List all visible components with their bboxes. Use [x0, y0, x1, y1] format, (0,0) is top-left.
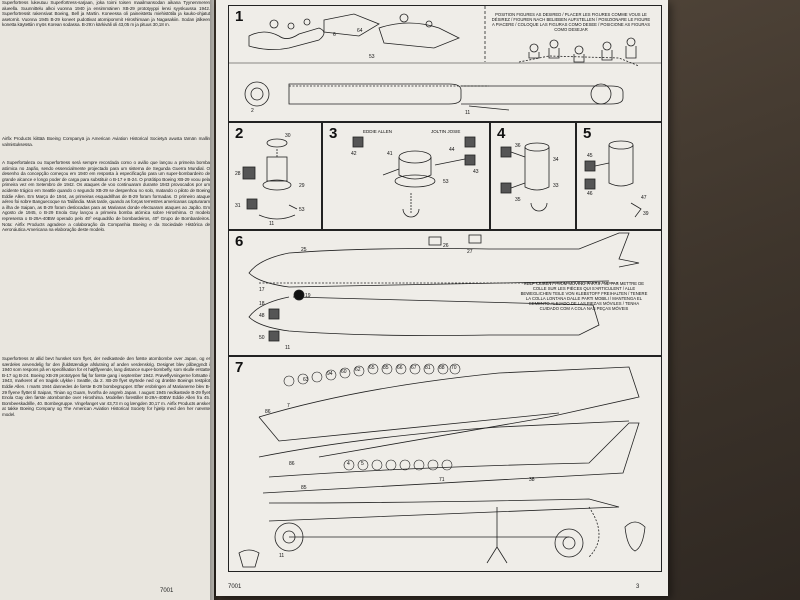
part-label: 19	[305, 293, 311, 299]
step-7-drawing	[238, 363, 646, 568]
part-label: 29	[299, 183, 305, 189]
part-label: 85	[383, 365, 389, 371]
part-label: 28	[235, 171, 241, 177]
step-6-number: 6	[235, 233, 244, 250]
part-label: 67	[411, 365, 417, 371]
part-label: 11	[465, 110, 471, 116]
finnish-acknowledgement-text: Airfix Products kiittää Boeing Companyä …	[2, 136, 210, 147]
portuguese-text: A Superfortaleza ou Superfortress será s…	[2, 160, 210, 233]
part-label: 45	[587, 153, 593, 159]
part-label: 11	[269, 221, 275, 227]
step-2-drawing	[242, 138, 298, 220]
step-1-drawing	[229, 6, 661, 111]
part-label: 43	[473, 169, 479, 175]
part-label: 46	[587, 191, 593, 197]
left-page-number: 7001	[160, 588, 174, 594]
left-instruction-page: Superfortress lukeutuu Superfortress-sar…	[0, 0, 214, 600]
step-5-number: 5	[583, 125, 592, 142]
step-3-panel: 3 EDDIE ALLEN JOLTIN JOSIE 42 41 43 44 5…	[322, 122, 490, 230]
part-label: 6	[333, 32, 336, 38]
step-7-panel: 7	[228, 356, 662, 572]
part-label: 66	[397, 365, 403, 371]
step-6-cement-note: KEEP CEMENT FROM MOVING PARTS / NE PAS M…	[520, 281, 648, 311]
part-label: 30	[285, 133, 291, 139]
part-label: 39	[643, 211, 649, 217]
right-instruction-page: 1	[216, 0, 668, 596]
part-label: 41	[387, 151, 393, 157]
part-label: 36	[515, 143, 521, 149]
step-1-number: 1	[235, 8, 244, 25]
eddie-allen-callout: EDDIE ALLEN	[363, 129, 393, 134]
step-2-panel: 2 30 28 29 31 53 11	[228, 122, 322, 230]
finnish-intro-text: Superfortress lukeutuu Superfortress-sar…	[2, 0, 210, 28]
part-label: 26	[443, 243, 449, 249]
part-label: 64	[357, 28, 363, 34]
part-label: 81	[425, 365, 431, 371]
part-label: 60	[341, 369, 347, 375]
part-label: 42	[351, 151, 357, 157]
part-label: 88	[439, 365, 445, 371]
part-label: 34	[553, 157, 559, 163]
part-label: 7	[287, 403, 290, 409]
part-label: 50	[259, 335, 265, 341]
right-page-footer-code: 7001	[228, 584, 242, 590]
step-3-drawing	[352, 136, 476, 218]
danish-text: Superfortress är allid bevt hunsket som …	[2, 356, 210, 417]
part-label: 27	[467, 249, 473, 255]
part-label: 48	[259, 313, 265, 319]
part-label: 94	[327, 371, 333, 377]
step-6-panel: 6 25 26 27 17 18 19 48 50 11 KEEP CEMEN	[228, 230, 662, 356]
part-label: 65	[369, 365, 375, 371]
part-label: 35	[515, 197, 521, 203]
part-label: 53	[443, 179, 449, 185]
step-7-number: 7	[235, 359, 244, 376]
step-5-panel: 5 45 46 47 39	[576, 122, 662, 230]
step-4-panel: 4 36 34 33 35	[490, 122, 576, 230]
part-label: 63	[303, 377, 309, 383]
part-label: 86	[289, 461, 295, 467]
part-label: 47	[641, 195, 647, 201]
part-label: 85	[301, 485, 307, 491]
part-label: 5	[361, 461, 364, 467]
part-label: 44	[449, 147, 455, 153]
step-5-drawing	[584, 140, 642, 218]
part-label: 70	[451, 365, 457, 371]
part-label: 4	[347, 461, 350, 467]
part-label: 53	[299, 207, 305, 213]
step-4-drawing	[500, 142, 550, 212]
part-label: 11	[285, 345, 291, 351]
part-label: 53	[369, 54, 375, 60]
part-label: 18	[259, 301, 265, 307]
step-6-drawing	[248, 232, 640, 342]
part-label: 2	[251, 108, 254, 114]
step-4-number: 4	[497, 125, 506, 142]
step-2-number: 2	[235, 125, 244, 142]
part-label: 17	[259, 287, 265, 293]
part-label: 33	[553, 183, 559, 189]
part-label: 62	[355, 367, 361, 373]
part-label: 86	[265, 409, 271, 415]
part-label: 11	[279, 553, 285, 559]
step-3-number: 3	[329, 125, 338, 142]
page-fold-shadow	[210, 0, 220, 600]
part-label: 71	[439, 477, 445, 483]
part-label: 38	[529, 477, 535, 483]
step-1-figure-note: POSITION FIGURES AS DESIRED / PLACER LES…	[491, 12, 651, 32]
part-label: 25	[301, 247, 307, 253]
joltin-josie-callout: JOLTIN JOSIE	[431, 129, 461, 134]
step-1-panel: 1	[228, 5, 662, 122]
part-label: 31	[235, 203, 241, 209]
right-page-number: 3	[636, 584, 640, 590]
